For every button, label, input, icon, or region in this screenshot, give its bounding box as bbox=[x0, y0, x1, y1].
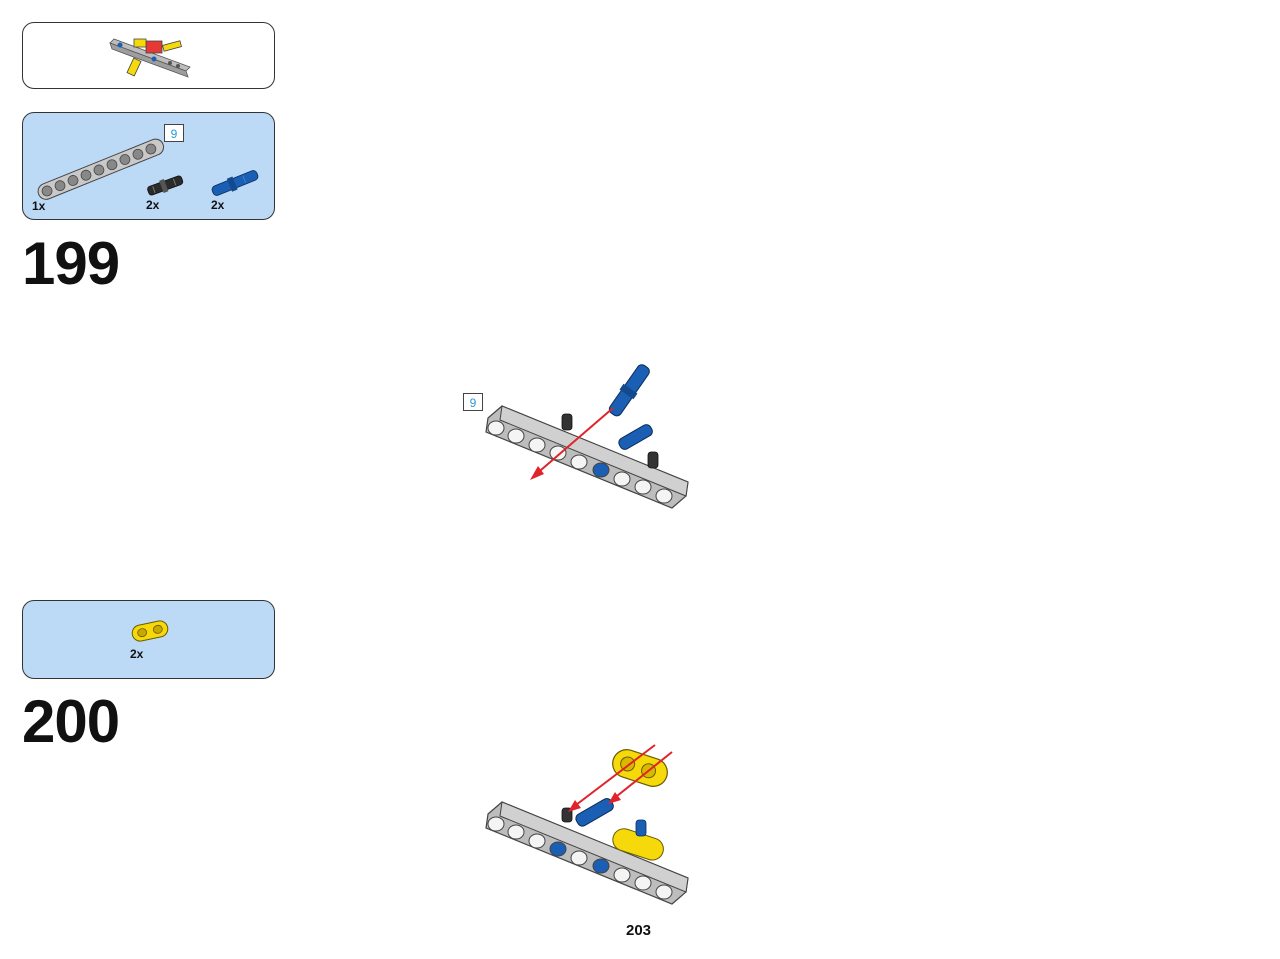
blue-axle-pin-qty: 2x bbox=[211, 198, 225, 212]
black-pin-qty: 2x bbox=[146, 198, 160, 212]
black-pin-icon bbox=[147, 175, 184, 196]
page-number: 203 bbox=[626, 922, 652, 939]
beam-9-qty: 1x bbox=[32, 199, 46, 213]
beam-9-icon bbox=[37, 138, 165, 200]
step-number-200: 200 bbox=[22, 688, 120, 755]
step-number-199: 199 bbox=[22, 230, 120, 297]
yellow-connector-qty: 2x bbox=[130, 647, 144, 661]
diagram-length-badge: 9 bbox=[463, 393, 483, 411]
subassembly-preview-icon bbox=[109, 38, 191, 78]
step-199-assembly-diagram bbox=[485, 364, 689, 509]
blue-axle-pin-icon bbox=[211, 170, 259, 196]
yellow-connector-icon bbox=[131, 620, 169, 642]
step-200-assembly-diagram bbox=[485, 744, 689, 905]
subassembly-callout bbox=[22, 22, 275, 89]
parts-list-step-199: 9 1x 2x 2x bbox=[22, 112, 275, 220]
parts-list-step-200: 2x bbox=[22, 600, 275, 679]
beam-length-badge: 9 bbox=[164, 124, 184, 142]
